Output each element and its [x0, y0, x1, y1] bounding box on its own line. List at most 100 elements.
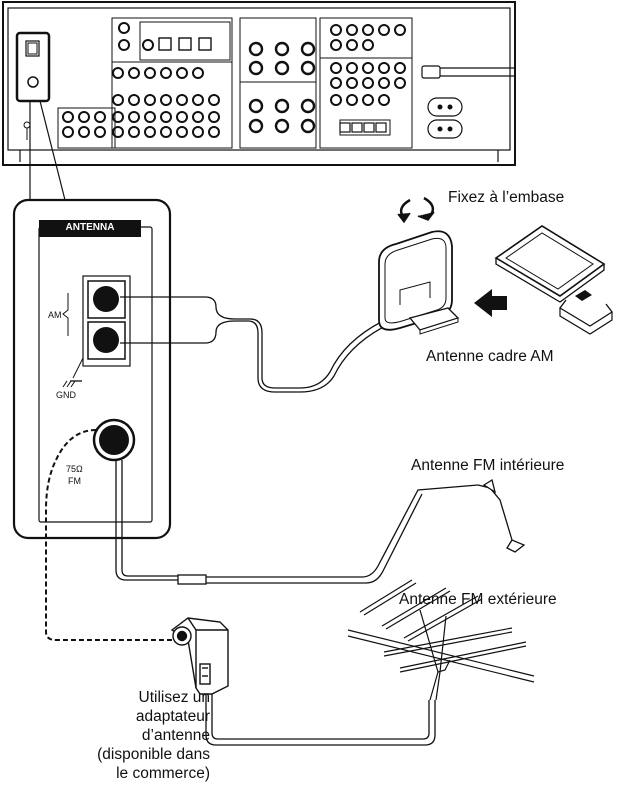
rca-jack: [330, 24, 342, 36]
antenna-terminal-panel: [12, 198, 172, 540]
rca-jack: [274, 98, 290, 114]
rca-jack: [300, 41, 316, 57]
rca-jack: [62, 111, 74, 123]
antenna-header-label: ANTENNA: [65, 222, 115, 233]
rca-jack: [362, 94, 374, 106]
rca-jack: [346, 24, 358, 36]
cables: [45, 296, 526, 746]
fm-75-ohm-label: 75Ω: [66, 464, 83, 474]
square-connector: [178, 37, 192, 51]
rca-jack: [346, 94, 358, 106]
rca-jack: [362, 39, 374, 51]
rca-jack: [78, 126, 90, 138]
adapter-note: Utilisez un adaptateur d’antenne (dispon…: [40, 688, 210, 783]
rca-jack: [160, 111, 172, 123]
speaker-terminal: [351, 122, 363, 133]
rca-jack: [346, 77, 358, 89]
adapter-note-line-5: le commerce): [116, 765, 210, 782]
rca-jack: [274, 118, 290, 134]
am-terminal-label: AM: [48, 310, 62, 320]
rca-jack: [118, 39, 130, 51]
adapter-note-line-3: d’antenne: [141, 727, 210, 744]
rca-jack: [94, 126, 106, 138]
zoom-callout-lines: [29, 100, 66, 201]
rca-jack: [176, 126, 188, 138]
rca-jack: [248, 118, 264, 134]
rca-jack: [78, 111, 90, 123]
rca-jack: [248, 98, 264, 114]
square-connector: [198, 37, 212, 51]
rca-jack: [128, 94, 140, 106]
rca-jack: [394, 62, 406, 74]
outdoor-fm-antenna: [347, 579, 535, 701]
am-loop-antenna: [378, 196, 613, 335]
fix-to-base-label: Fixez à l’embase: [448, 189, 565, 206]
adapter-note-line-1: Utilisez un: [138, 689, 211, 706]
rca-jack: [176, 111, 188, 123]
speaker-terminal: [375, 122, 387, 133]
rca-jack: [362, 77, 374, 89]
rca-jack: [330, 94, 342, 106]
rca-jack: [142, 39, 154, 51]
rca-jack: [160, 67, 172, 79]
antenna-adapter: [170, 617, 229, 695]
rca-jack: [94, 111, 106, 123]
rca-jack: [248, 60, 264, 76]
rca-jack: [300, 60, 316, 76]
rca-jack: [192, 126, 204, 138]
rca-jack: [346, 62, 358, 74]
rca-jack: [62, 126, 74, 138]
rca-jack: [300, 118, 316, 134]
rca-jack: [192, 94, 204, 106]
rca-jack: [144, 94, 156, 106]
adapter-note-line-2: adaptateur: [135, 708, 210, 725]
rca-jack: [362, 62, 374, 74]
rca-jack: [144, 67, 156, 79]
rca-jack: [378, 77, 390, 89]
fm-terminal-label: FM: [68, 476, 81, 486]
rca-jack: [192, 111, 204, 123]
rca-jack: [128, 126, 140, 138]
rca-jack: [208, 126, 220, 138]
rca-jack: [176, 67, 188, 79]
rca-jack: [128, 67, 140, 79]
rca-jack: [394, 24, 406, 36]
fm-indoor-antenna-label: Antenne FM intérieure: [411, 457, 565, 474]
receiver-rear-panel: [2, 1, 516, 166]
rca-jack: [144, 111, 156, 123]
rca-jack: [330, 77, 342, 89]
rca-jack: [144, 126, 156, 138]
rca-jack: [346, 39, 358, 51]
rca-jack: [274, 41, 290, 57]
rca-jack: [208, 111, 220, 123]
rca-jack: [112, 94, 124, 106]
rca-jack: [330, 62, 342, 74]
rca-jack: [274, 60, 290, 76]
speaker-terminal: [339, 122, 351, 133]
rca-jack: [118, 22, 130, 34]
rca-jack: [362, 24, 374, 36]
rca-jack: [378, 62, 390, 74]
rca-jack: [176, 94, 188, 106]
rca-jack: [394, 77, 406, 89]
rca-jack: [192, 67, 204, 79]
am-loop-antenna-label: Antenne cadre AM: [426, 348, 554, 365]
rca-jack: [128, 111, 140, 123]
rca-jack-array: [62, 22, 406, 138]
gnd-terminal-label: GND: [56, 390, 76, 400]
rca-jack: [160, 126, 172, 138]
rca-jack: [112, 126, 124, 138]
rca-jack: [112, 67, 124, 79]
square-connector: [158, 37, 172, 51]
fm-outdoor-antenna-label: Antenne FM extérieure: [399, 591, 557, 608]
rca-jack: [378, 94, 390, 106]
rca-jack: [300, 98, 316, 114]
rca-jack: [248, 41, 264, 57]
rca-jack: [160, 94, 172, 106]
rca-jack: [378, 24, 390, 36]
speaker-terminal: [363, 122, 375, 133]
rca-jack: [330, 39, 342, 51]
rca-jack: [112, 111, 124, 123]
adapter-note-line-4: (disponible dans: [97, 746, 210, 763]
